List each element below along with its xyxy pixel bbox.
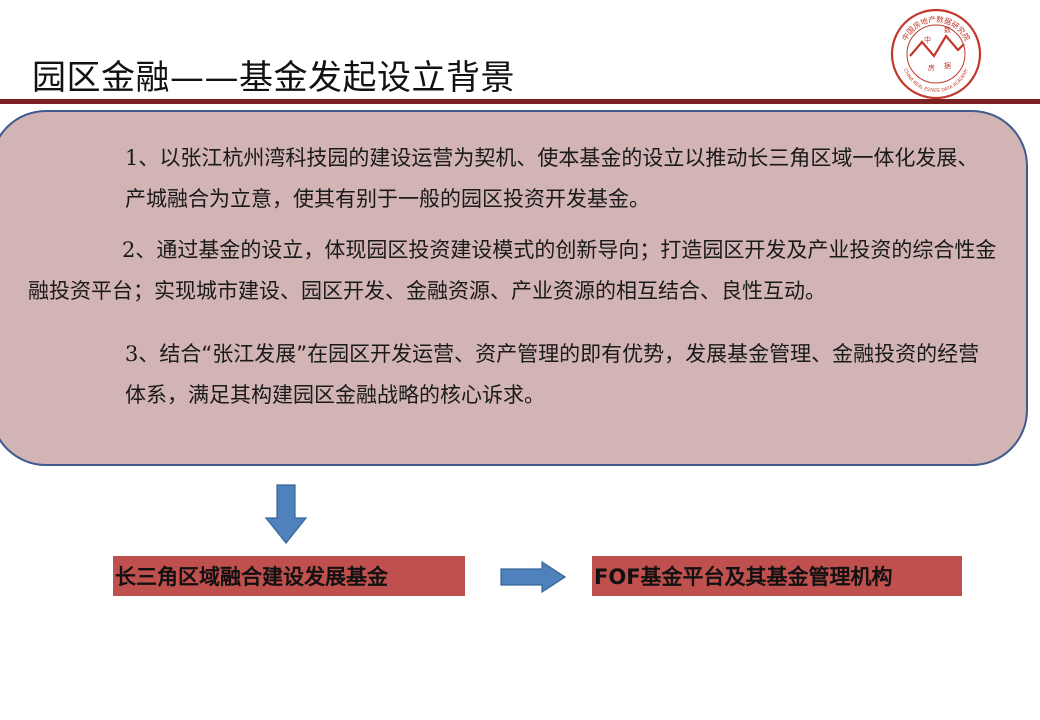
paragraph-1-number: 1 [125,146,139,170]
background-panel [0,110,1028,466]
fof-platform-box: FOF基金平台及其基金管理机构 [592,556,962,596]
paragraph-2: 2、通过基金的设立，体现园区投资建设模式的创新导向；打造园区开发及产业投资的综合… [28,230,1008,312]
logo-char-2: 数 [944,25,951,34]
fund-box: 长三角区域融合建设发展基金 [113,556,465,596]
logo-char-3: 房 [928,63,935,72]
paragraph-1-text: 、以张江杭州湾科技园的建设运营为契机、使本基金的设立以推动长三角区域一体化发展、… [125,146,979,211]
paragraph-3: 3、结合“张江发展”在园区开发运营、资产管理的即有优势，发展基金管理、金融投资的… [125,334,985,416]
down-arrow-icon [265,484,307,544]
paragraph-3-text: 、结合“张江发展”在园区开发运营、资产管理的即有优势，发展基金管理、金融投资的经… [125,342,980,407]
fof-platform-box-label: FOF基金平台及其基金管理机构 [594,565,893,589]
paragraph-2-text: 、通过基金的设立，体现园区投资建设模式的创新导向；打造园区开发及产业投资的综合性… [28,238,997,303]
logo-char-4: 据 [944,61,951,70]
fund-box-label: 长三角区域融合建设发展基金 [115,565,388,589]
logo-char-1: 中 [924,35,931,44]
title-divider [0,99,1040,104]
slide-title: 园区金融——基金发起设立背景 [32,58,515,98]
academy-logo: 中国房地产数据研究院 CHINA REAL ESTATE DATA ACADEM… [890,8,982,100]
paragraph-1: 1、以张江杭州湾科技园的建设运营为契机、使本基金的设立以推动长三角区域一体化发展… [125,138,985,220]
paragraph-3-number: 3 [125,342,139,366]
right-arrow-icon [500,561,566,593]
paragraph-2-number: 2 [122,238,136,262]
